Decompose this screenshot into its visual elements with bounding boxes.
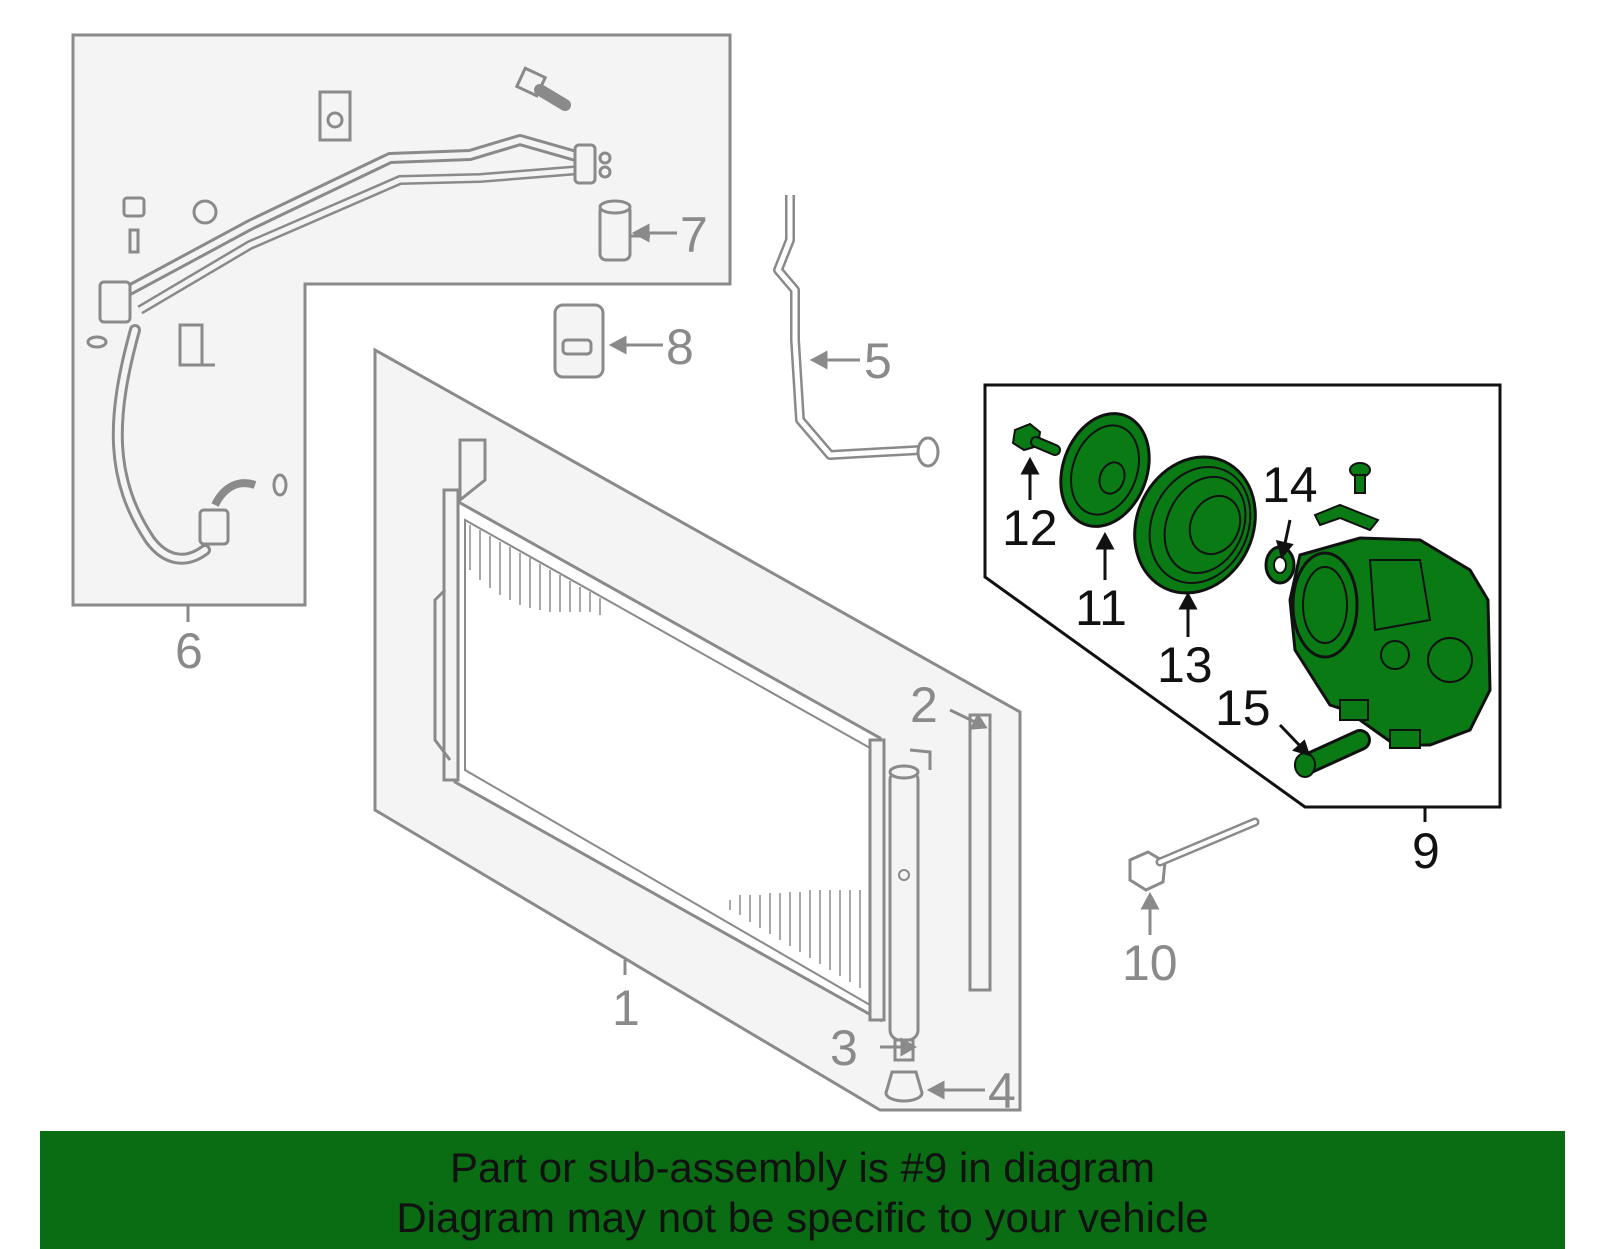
part-12-bolt xyxy=(1011,422,1061,456)
callout-12: 12 xyxy=(1002,500,1058,556)
panel-condenser xyxy=(373,347,1022,1112)
part-10-bolt xyxy=(1128,817,1260,892)
part-8-block xyxy=(553,303,605,379)
callout-13: 13 xyxy=(1157,637,1213,693)
callout-4: 4 xyxy=(988,1063,1016,1119)
callout-1: 1 xyxy=(612,980,640,1036)
callout-10: 10 xyxy=(1122,935,1178,991)
banner-line-1: Part or sub-assembly is #9 in diagram xyxy=(450,1144,1155,1191)
callout-14: 14 xyxy=(1262,457,1318,513)
callout-7: 7 xyxy=(680,207,708,263)
callout-3: 3 xyxy=(830,1020,858,1076)
part-9-compressor-body xyxy=(1288,536,1492,749)
callout-9: 9 xyxy=(1412,823,1440,879)
banner-line-2: Diagram may not be specific to your vehi… xyxy=(396,1194,1209,1241)
callout-11: 11 xyxy=(1075,580,1127,636)
part-13-pulley xyxy=(1133,455,1257,595)
leader-lines-black xyxy=(1020,456,1427,822)
callouts: 1 2 3 4 5 6 7 8 10 9 11 12 13 14 15 xyxy=(175,207,1440,1119)
callout-5: 5 xyxy=(864,333,892,389)
callout-15: 15 xyxy=(1215,680,1271,736)
panel-hose-assembly xyxy=(71,33,732,607)
callout-2: 2 xyxy=(910,677,938,733)
info-banner: Part or sub-assembly is #9 in diagram Di… xyxy=(40,1131,1565,1249)
part-5-pipe xyxy=(773,195,940,468)
panel-compressor-assembly xyxy=(983,383,1502,809)
callout-8: 8 xyxy=(666,319,694,375)
part-14-snap-ring xyxy=(1264,545,1296,585)
callout-6: 6 xyxy=(175,623,203,679)
leader-lines xyxy=(186,223,1160,1100)
part-11-clutch-plate xyxy=(1059,412,1151,528)
